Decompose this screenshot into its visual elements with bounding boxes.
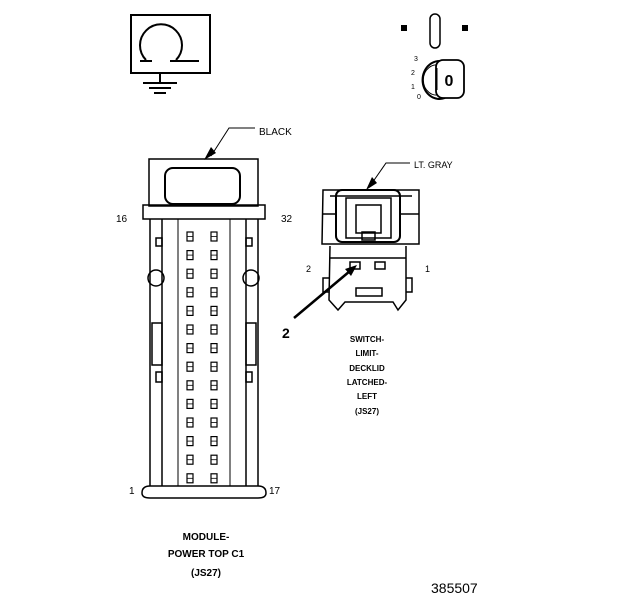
ignition-pos-0: 0 bbox=[417, 94, 421, 101]
ignition-switch-icon: 0 3 2 1 0 bbox=[401, 13, 468, 101]
switch-caption-line5: LEFT bbox=[357, 392, 377, 401]
main-caption-line3: (JS27) bbox=[191, 568, 221, 579]
switch-caption-line3: DECKLID bbox=[349, 364, 385, 373]
main-caption-line2: POWER TOP C1 bbox=[168, 549, 245, 560]
main-connector-pin-cavities bbox=[186, 231, 218, 484]
switch-caption-line2: LIMIT- bbox=[355, 349, 378, 358]
connector-switch-limit-decklid bbox=[293, 162, 420, 319]
switch-caption-line1: SWITCH- bbox=[350, 335, 385, 344]
ignition-pos-1: 1 bbox=[411, 84, 415, 91]
switch-pin-1-label: 1 bbox=[425, 264, 430, 274]
callout-number-2: 2 bbox=[282, 325, 290, 341]
main-color-label: BLACK bbox=[259, 127, 292, 138]
ground-symbol-icon bbox=[130, 14, 211, 94]
main-pin-17-label: 17 bbox=[269, 486, 281, 497]
connector-module-power-top-c1 bbox=[141, 127, 267, 499]
main-pin-16-label: 16 bbox=[116, 214, 128, 225]
ignition-pos-2: 2 bbox=[411, 70, 415, 77]
main-caption-line1: MODULE- bbox=[183, 532, 230, 543]
ignition-pos-3: 3 bbox=[414, 56, 418, 63]
main-pin-1-label: 1 bbox=[129, 486, 135, 497]
switch-pin-2-label: 2 bbox=[306, 264, 311, 274]
switch-color-label: LT. GRAY bbox=[414, 160, 453, 170]
key-position-label: 0 bbox=[445, 73, 454, 90]
switch-caption-line4: LATCHED- bbox=[347, 378, 388, 387]
main-pin-32-label: 32 bbox=[281, 214, 293, 225]
switch-caption-line6: (JS27) bbox=[355, 407, 379, 416]
figure-number: 385507 bbox=[431, 580, 478, 596]
